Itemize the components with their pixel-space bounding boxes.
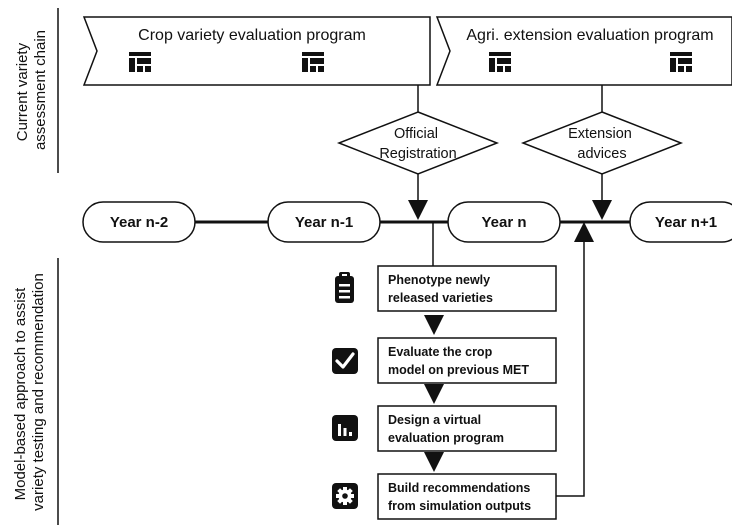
year-label: Year n [481, 214, 526, 231]
step-design-box [377, 405, 557, 452]
year-pill [267, 201, 381, 243]
year-label: Year n-1 [295, 214, 353, 231]
year-label: Year n+1 [655, 214, 717, 231]
official-registration-diamond [336, 111, 500, 175]
step-phenotype-box [377, 265, 557, 312]
year-pill [82, 201, 196, 243]
extension-advices-label: Extension advices [568, 126, 636, 162]
program-grid-icon [489, 52, 511, 72]
year-label: Year n-2 [110, 214, 168, 231]
year-pill [629, 201, 732, 243]
bottom-side-label: Model-based approach to assist variety t… [12, 273, 47, 511]
program-grid-icon [302, 52, 324, 72]
step-arrow [424, 452, 444, 472]
extension-arrow [592, 200, 612, 220]
extension-advices-diamond [520, 111, 684, 175]
step-arrow [424, 315, 444, 335]
year-pill [447, 201, 561, 243]
step-build-label: Build recommendations from simulation ou… [388, 481, 534, 513]
checkmark-icon [332, 348, 358, 374]
official-registration-label: Official Registration [379, 126, 456, 162]
step-evaluate-box [377, 337, 557, 384]
extension-program-label: Agri. extension evaluation program [466, 27, 713, 44]
gear-icon [332, 483, 358, 509]
program-grid-icon [129, 52, 151, 72]
crop-variety-program-label: Crop variety evaluation program [138, 27, 366, 44]
step-evaluate-label: Evaluate the crop model on previous MET [388, 345, 529, 377]
step-phenotype-label: Phenotype newly released varieties [388, 273, 494, 305]
registration-arrow [408, 200, 428, 220]
feedback-arrow [574, 222, 594, 242]
feedback-connector [556, 240, 585, 497]
clipboard-icon [335, 272, 354, 303]
top-side-label: Current variety assessment chain [14, 30, 49, 150]
step-arrow [424, 384, 444, 404]
crop-variety-program-chevron [82, 16, 431, 86]
step-design-label: Design a virtual evaluation program [388, 413, 504, 445]
bar-chart-icon [332, 415, 358, 441]
program-grid-icon [670, 52, 692, 72]
